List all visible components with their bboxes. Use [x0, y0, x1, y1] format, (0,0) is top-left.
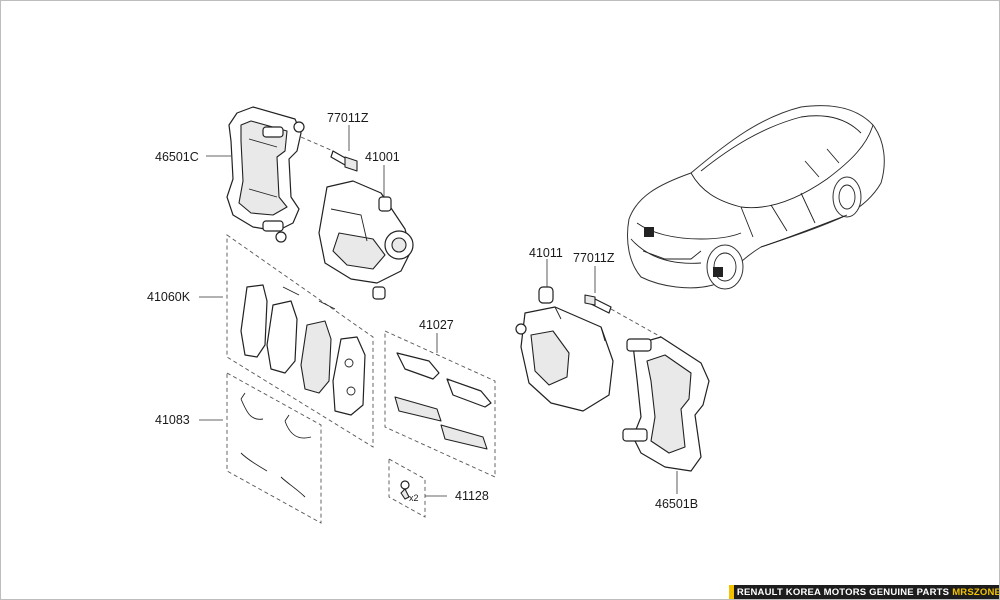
pad-clip-kit: [384, 330, 496, 478]
caliper-bracket-right: [622, 336, 710, 472]
label-41083[interactable]: 41083: [155, 413, 190, 427]
label-41128[interactable]: 41128: [455, 489, 489, 503]
label-41128-quantity: x2: [409, 493, 419, 503]
label-41027[interactable]: 41027: [419, 318, 454, 332]
label-46501C[interactable]: 46501C: [155, 150, 199, 164]
brand-footer: RENAULT KOREA MOTORS GENUINE PARTS MRSZO…: [729, 585, 1000, 599]
label-41011[interactable]: 41011: [529, 246, 563, 260]
label-41001[interactable]: 41001: [365, 150, 400, 164]
label-77011Z-left[interactable]: 77011Z: [327, 111, 369, 125]
brake-pad-kit: [226, 234, 374, 448]
caliper-bracket-left: [226, 106, 305, 243]
label-46501B[interactable]: 46501B: [655, 497, 698, 511]
vehicle-illustration: [627, 105, 885, 290]
label-41060K[interactable]: 41060K: [147, 290, 191, 304]
bleed-screw-kit: [388, 458, 426, 518]
caliper-assembly-right: [515, 286, 614, 412]
pad-spring-kit: [226, 372, 322, 524]
brand-accent-text: MRSZONE: [952, 587, 1000, 598]
guide-bolt-right: [584, 294, 662, 338]
label-77011Z-right[interactable]: 77011Z: [573, 251, 615, 265]
caliper-assembly-left: [318, 180, 414, 300]
brand-title: RENAULT KOREA MOTORS GENUINE PARTS: [736, 587, 950, 598]
front-left-brake-marker: [644, 227, 654, 237]
front-right-brake-marker: [713, 267, 723, 277]
guide-bolt-left: [300, 136, 358, 172]
leader-lines: [199, 125, 678, 497]
